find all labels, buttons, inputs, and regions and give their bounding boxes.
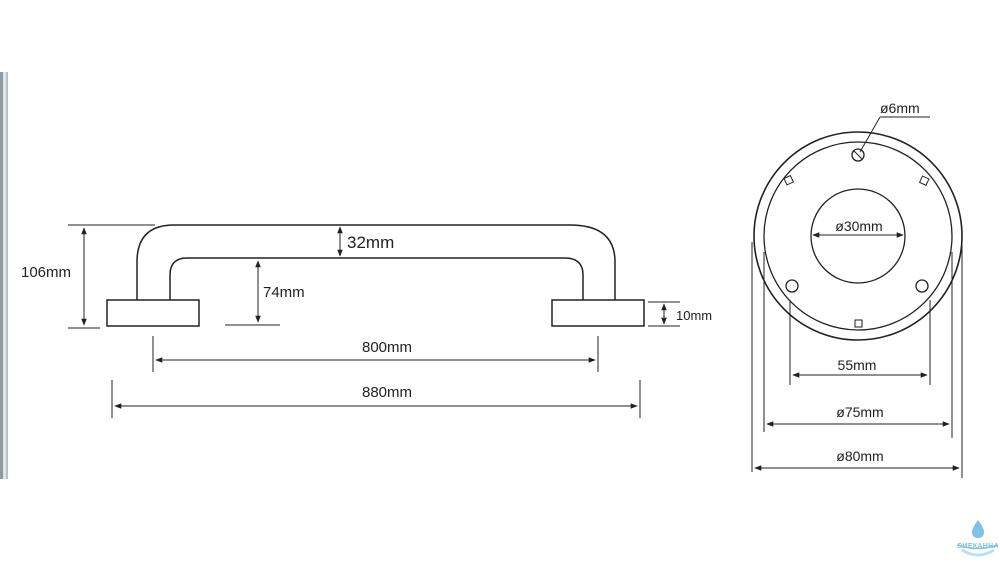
drop-icon bbox=[972, 520, 984, 538]
notch-bottom bbox=[854, 319, 863, 328]
label-inner-height: 74mm bbox=[263, 284, 305, 301]
screw-hole-top bbox=[851, 148, 865, 162]
notch-top-left bbox=[783, 174, 794, 186]
label-center-hole: ø30mm bbox=[835, 218, 882, 234]
label-inner-diameter: ø75mm bbox=[836, 404, 883, 420]
watermark-logo: СИЕКАННА bbox=[957, 520, 999, 557]
label-overall-length: 880mm bbox=[362, 384, 412, 401]
label-tube-diameter: 32mm bbox=[347, 233, 394, 252]
label-height-total: 106mm bbox=[21, 264, 71, 281]
flange-dimension-lines bbox=[754, 232, 960, 471]
grab-bar-view bbox=[106, 224, 645, 327]
label-screw-hole: ø6mm bbox=[880, 100, 920, 116]
label-outer-diameter: ø80mm bbox=[836, 448, 883, 464]
right-flange bbox=[551, 299, 645, 327]
flange-outer-circle bbox=[753, 131, 963, 341]
label-centers: 800mm bbox=[362, 339, 412, 356]
flange-extension-lines bbox=[751, 116, 963, 478]
label-hole-spacing: 55mm bbox=[838, 357, 877, 373]
bar-outer-outline bbox=[136, 224, 616, 300]
watermark-text: СИЕКАННА bbox=[957, 543, 999, 550]
center-hole bbox=[810, 188, 906, 284]
left-border-rule bbox=[0, 72, 10, 479]
bar-inner-outline bbox=[169, 257, 584, 300]
bar-extension-lines bbox=[68, 224, 680, 418]
screw-hole-right bbox=[915, 279, 929, 293]
bar-dimension-lines bbox=[81, 226, 667, 409]
left-flange bbox=[106, 299, 200, 327]
notch-top-right bbox=[918, 175, 930, 186]
flange-view bbox=[753, 131, 963, 341]
leader-screw-hole bbox=[859, 116, 881, 153]
screw-hole-left bbox=[785, 279, 799, 293]
flange-inner-circle bbox=[763, 141, 953, 331]
label-flange-thickness: 10mm bbox=[676, 308, 712, 323]
